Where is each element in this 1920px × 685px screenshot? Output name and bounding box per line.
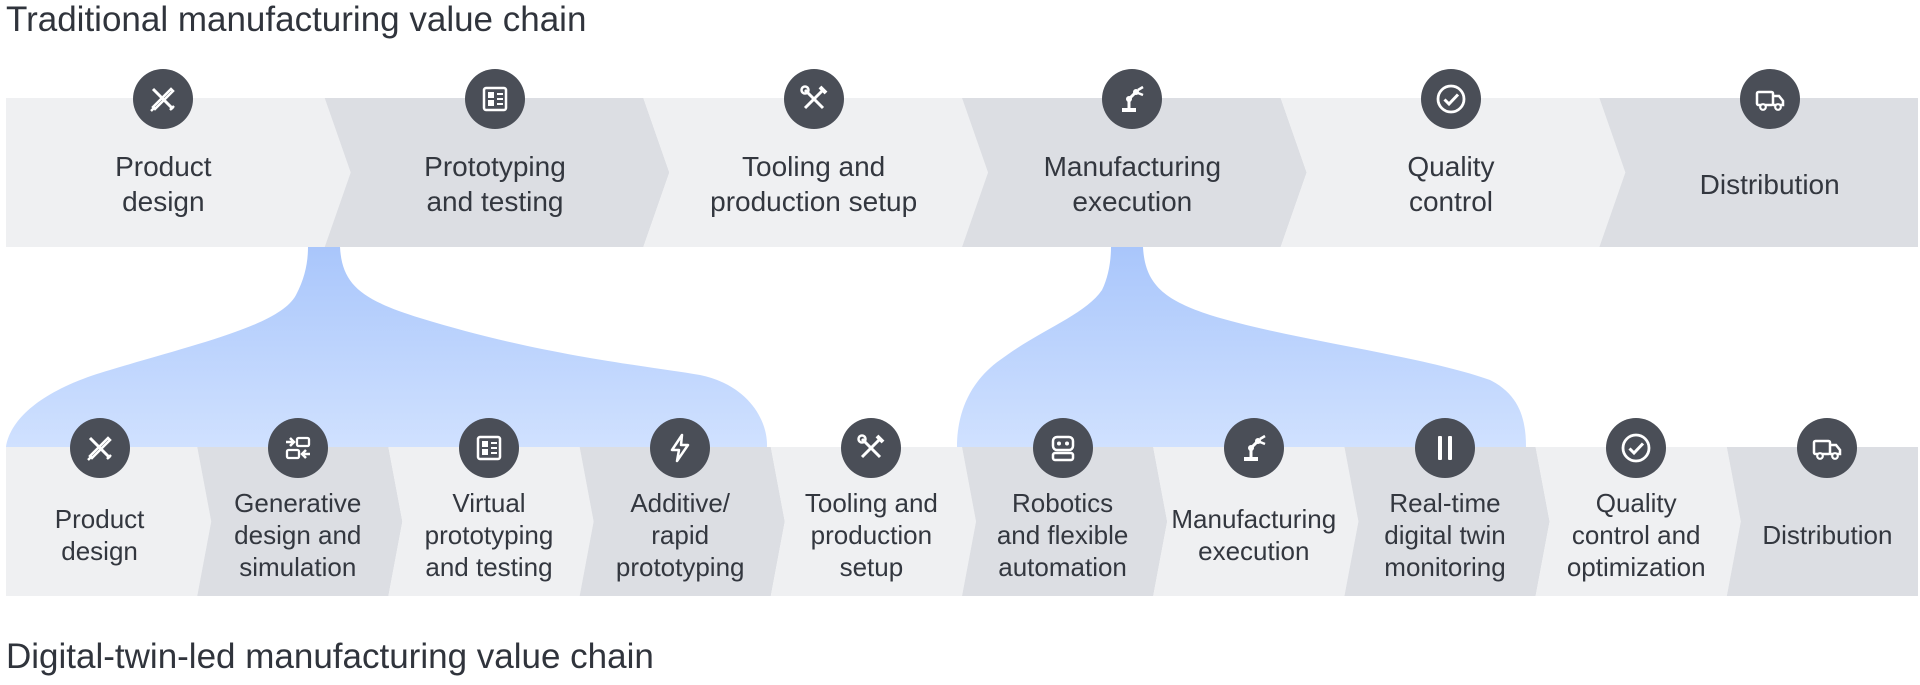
traditional-stage-label: Quality control [1407, 151, 1495, 217]
digital-stage-label: Quality control and optimization [1566, 488, 1706, 582]
ruler-pencil-icon [133, 69, 194, 129]
robot-face-icon [1032, 418, 1093, 478]
checkmark-icon [1421, 69, 1481, 129]
digital-segment [6, 447, 212, 596]
digital-segment [388, 447, 594, 596]
digital-segment [579, 447, 785, 596]
expansion-funnel-prototyping [6, 247, 768, 447]
digital-stage-label: Generative design and simulation [234, 488, 362, 582]
digital-stage-label: Real-time digital twin monitoring [1384, 488, 1506, 582]
truck-icon [1739, 69, 1800, 129]
digital-stage-label: Manufacturing execution [1171, 504, 1337, 566]
traditional-segment [324, 98, 670, 247]
digital-stage-label: Product design [54, 504, 145, 566]
traditional-stage-label: Tooling and production setup [710, 151, 918, 217]
digital-segment [770, 447, 976, 596]
traditional-segment [962, 98, 1307, 247]
digital-segment [1153, 447, 1359, 596]
circuit-board-icon [459, 418, 519, 478]
traditional-chain-title: Traditional manufacturing value chain [6, 0, 587, 39]
lightning-icon [650, 418, 711, 478]
digital-stage-label: Tooling and production setup [804, 488, 938, 582]
ruler-pencil-icon [69, 418, 130, 478]
robot-arm-icon [1102, 69, 1163, 129]
digital-stage-label: Additive/ rapid prototyping [615, 488, 745, 582]
checkmark-icon [1606, 418, 1667, 478]
digital-stage-label: Distribution [1762, 520, 1893, 550]
digital-stage-label: Virtual prototyping and testing [424, 488, 554, 582]
swap-arrows-icon [267, 418, 328, 478]
digital-segment [1726, 447, 1918, 596]
traditional-segment [6, 98, 351, 247]
tools-icon [841, 418, 902, 478]
robot-arm-icon [1223, 418, 1284, 478]
digital-segment [962, 447, 1168, 596]
truck-icon [1797, 418, 1858, 478]
traditional-segment [1599, 98, 1918, 247]
traditional-stage-label: Product design [115, 151, 212, 217]
tools-icon [783, 69, 844, 129]
digital-segment [1344, 447, 1550, 596]
digital-chain-title: Digital-twin-led manufacturing value cha… [6, 637, 654, 676]
digital-segment [197, 447, 403, 596]
expansion-funnel-manufacturing [957, 247, 1526, 447]
traditional-stage-label: Distribution [1699, 168, 1840, 200]
traditional-stage-label: Prototyping and testing [424, 151, 566, 217]
digital-segment [1535, 447, 1741, 596]
traditional-stage-label: Manufacturing execution [1043, 151, 1222, 217]
digital-stage-label: Robotics and flexible automation [996, 488, 1129, 582]
circuit-board-icon [465, 69, 525, 129]
traditional-segment [643, 98, 988, 247]
traditional-segment [1280, 98, 1626, 247]
twin-bars-icon [1415, 418, 1475, 478]
